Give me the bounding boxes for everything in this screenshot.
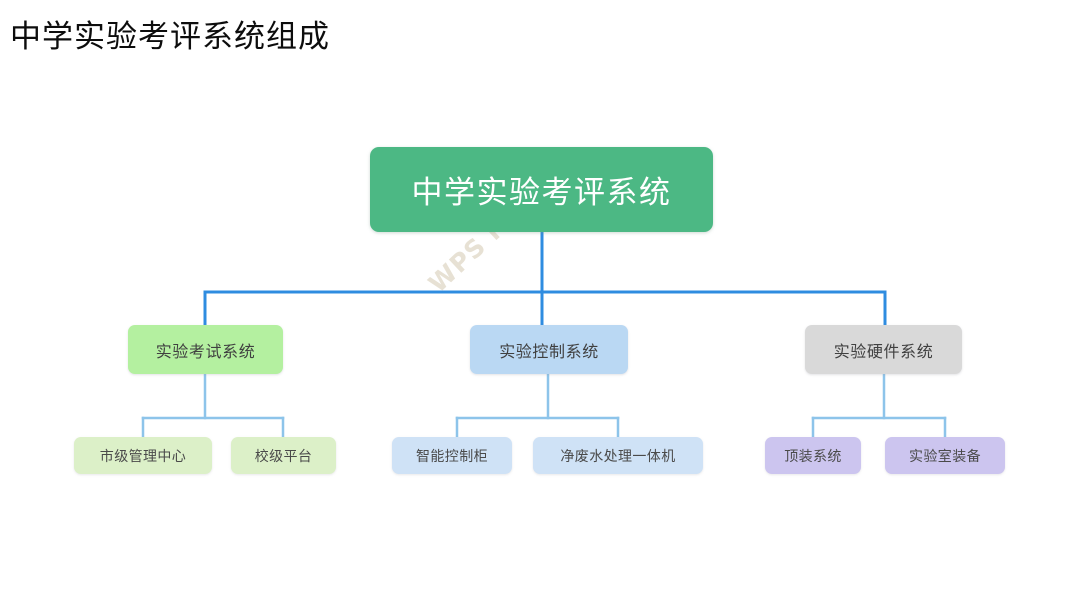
node-root[interactable]: 中学实验考评系统 [370,147,713,232]
node-leaf-top-mounted-system[interactable]: 顶装系统 [765,437,861,474]
node-branch-control-system[interactable]: 实验控制系统 [470,325,628,374]
node-leaf-smart-control-cabinet[interactable]: 智能控制柜 [392,437,512,474]
node-leaf-wastewater-treatment-unit[interactable]: 净废水处理一体机 [533,437,703,474]
node-branch-exam-system[interactable]: 实验考试系统 [128,325,283,374]
node-leaf-city-management-center[interactable]: 市级管理中心 [74,437,212,474]
page-title: 中学实验考评系统组成 [10,19,330,54]
node-leaf-laboratory-equipment[interactable]: 实验室装备 [885,437,1005,474]
node-branch-hardware-system[interactable]: 实验硬件系统 [805,325,962,374]
node-leaf-school-platform[interactable]: 校级平台 [231,437,336,474]
